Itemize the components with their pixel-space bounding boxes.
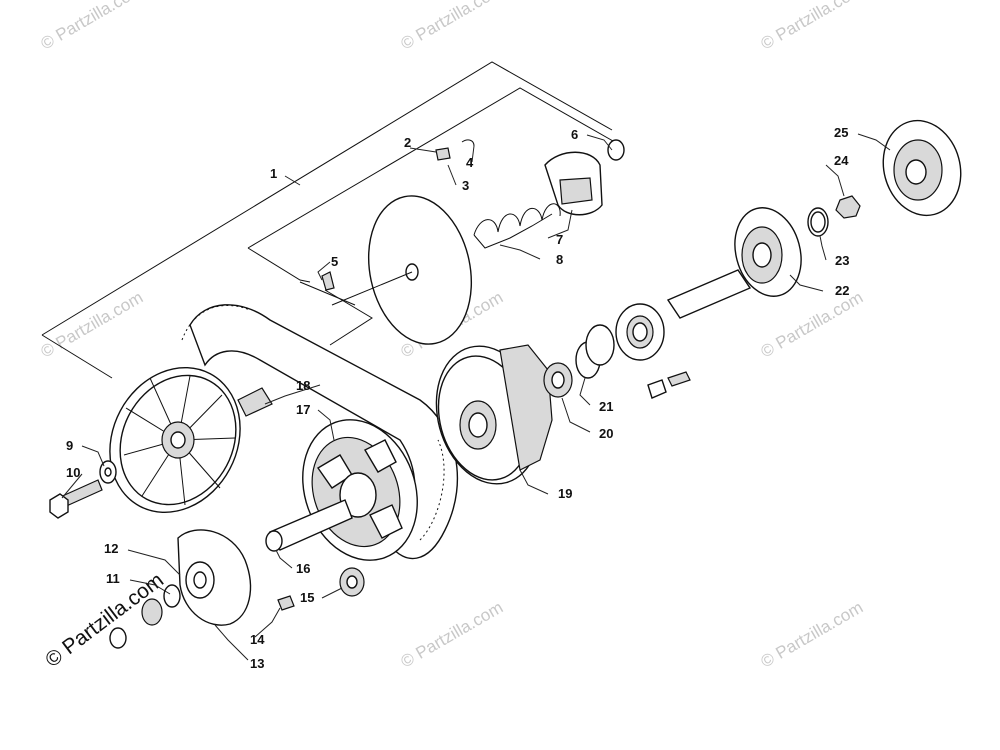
callout-3: 3 [462, 178, 469, 193]
assembly-bracket [41, 61, 621, 379]
watermark-tile: © Partzilla.com [398, 0, 507, 53]
callout-6: 6 [571, 127, 578, 142]
callout-14: 14 [250, 632, 265, 647]
small-clips [321, 139, 475, 291]
callout-20: 20 [599, 426, 613, 441]
watermark-tile: © Partzilla.com [38, 288, 147, 362]
leader-lines [61, 133, 891, 661]
callout-17: 17 [296, 402, 310, 417]
spider-cam [544, 151, 603, 216]
callout-2: 2 [404, 135, 411, 150]
callout-5: 5 [331, 254, 338, 269]
watermark-tile: © Partzilla.com [398, 598, 507, 672]
drive-belt [181, 304, 458, 560]
moveable-sheave [435, 344, 553, 485]
output-shaft [666, 207, 802, 319]
bearing-stack [543, 303, 665, 398]
callout-10: 10 [66, 465, 80, 480]
callout-1: 1 [270, 166, 277, 181]
callout-15: 15 [300, 590, 314, 605]
watermark-tile: © Partzilla.com [758, 598, 867, 672]
callout-21: 21 [599, 399, 613, 414]
watermark-tile: © Partzilla.com [758, 0, 867, 53]
roller-group [109, 529, 365, 649]
callout-8: 8 [556, 252, 563, 267]
callout-25: 25 [834, 125, 848, 140]
callout-7: 7 [556, 232, 563, 247]
callout-19: 19 [558, 486, 572, 501]
callout-12: 12 [104, 541, 118, 556]
callout-22: 22 [835, 283, 849, 298]
snap-ring [607, 139, 625, 161]
shaft [265, 499, 353, 552]
ring-and-nut [807, 195, 861, 237]
callout-24: 24 [834, 153, 849, 168]
callout-9: 9 [66, 438, 73, 453]
watermark-tile: © Partzilla.com [38, 0, 147, 53]
callout-13: 13 [250, 656, 264, 671]
callout-23: 23 [835, 253, 849, 268]
washer-and-bolt [49, 460, 117, 519]
clutch-hub [882, 119, 962, 217]
callouts: 1 2 3 4 5 6 7 8 9 10 11 12 13 14 15 16 1… [66, 125, 849, 671]
clutch-spring [473, 203, 561, 249]
callout-16: 16 [296, 561, 310, 576]
watermark-tile: © Partzilla.com [758, 288, 867, 362]
callout-18: 18 [296, 378, 310, 393]
callout-11: 11 [106, 571, 120, 586]
fixed-sheave [331, 195, 473, 345]
small-hardware [647, 371, 691, 399]
callout-4: 4 [466, 155, 474, 170]
driven-sheave [109, 366, 273, 514]
